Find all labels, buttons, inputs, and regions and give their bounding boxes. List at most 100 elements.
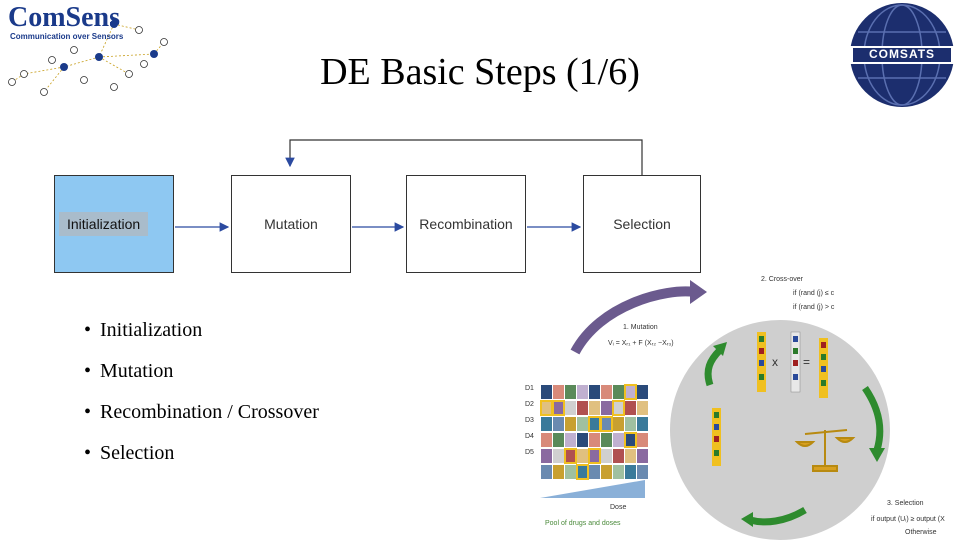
matrix-cell xyxy=(637,401,648,415)
matrix-cell xyxy=(624,384,637,400)
crossover-title: 2. Cross-over xyxy=(761,276,804,283)
svg-text:x: x xyxy=(772,355,778,369)
pool-caption: Pool of drugs and doses xyxy=(545,520,621,527)
matrix-cell xyxy=(625,417,636,431)
sensor-network-icon xyxy=(8,20,168,96)
comsens-logo-name: ComSens xyxy=(8,2,121,33)
matrix-cell xyxy=(541,385,552,399)
matrix-cell xyxy=(552,400,565,416)
matrix-cell xyxy=(565,433,576,447)
matrix-cell xyxy=(600,416,613,432)
selection-line: if output (Uᵢ) ≥ output (X xyxy=(871,516,945,523)
dose-label: Dose xyxy=(610,504,627,511)
row-label: D3 xyxy=(525,417,534,424)
matrix-cell xyxy=(565,417,576,431)
mutation-formula: Vᵢ = Xᵣ₁ + F (Xᵣ₂ −Xᵣ₃) xyxy=(608,340,674,347)
matrix-cell xyxy=(589,465,600,479)
population-circle xyxy=(670,320,890,540)
matrix-cell xyxy=(541,449,552,463)
row-label: D5 xyxy=(525,449,534,456)
matrix-cell xyxy=(613,417,624,431)
bullet-item: Mutation xyxy=(84,353,319,394)
matrix-cell xyxy=(601,433,612,447)
matrix-cell xyxy=(589,385,600,399)
matrix-cell xyxy=(565,385,576,399)
matrix-cell xyxy=(541,465,552,479)
matrix-cell xyxy=(553,385,564,399)
crossover-line: if (rand (j) > c xyxy=(793,304,835,311)
matrix-cell xyxy=(601,385,612,399)
matrix-cell xyxy=(577,385,588,399)
matrix-cell xyxy=(613,449,624,463)
bullet-item: Initialization xyxy=(84,312,319,353)
matrix-cell xyxy=(577,417,588,431)
bullet-list: Initialization Mutation Recombination / … xyxy=(84,312,319,476)
flow-step-label: Recombination xyxy=(419,216,513,232)
matrix-cell xyxy=(589,401,600,415)
row-label: D4 xyxy=(525,433,534,440)
mutation-title: 1. Mutation xyxy=(623,324,658,331)
matrix-cell xyxy=(577,449,588,463)
matrix-cell xyxy=(637,449,648,463)
de-illustration: x = 2. Cross-over if (rand (j) ≤ c if (r… xyxy=(505,270,960,540)
matrix-cell xyxy=(565,401,576,415)
vector-column xyxy=(712,408,721,466)
matrix-cell xyxy=(540,400,553,416)
matrix-cell xyxy=(625,465,636,479)
matrix-cell xyxy=(637,433,648,447)
drug-dose-matrix xyxy=(540,384,648,480)
flow-step-label: Selection xyxy=(613,216,671,232)
dose-wedge xyxy=(540,480,645,498)
matrix-cell xyxy=(613,385,624,399)
matrix-cell xyxy=(589,433,600,447)
matrix-cell xyxy=(588,448,601,464)
comsens-logo-tagline: Communication over Sensors xyxy=(10,32,124,41)
bullet-item: Recombination / Crossover xyxy=(84,394,319,435)
flow-step-label: Mutation xyxy=(264,216,318,232)
matrix-cell xyxy=(541,433,552,447)
green-arrow xyxy=(862,386,884,452)
row-label: D2 xyxy=(525,401,534,408)
matrix-cell xyxy=(564,448,577,464)
balance-scale-icon xyxy=(794,429,856,472)
flow-step-recombination: Recombination xyxy=(406,175,526,273)
globe-icon xyxy=(850,3,954,107)
matrix-cell xyxy=(613,465,624,479)
svg-text:=: = xyxy=(803,355,810,369)
flow-step-label: Initialization xyxy=(59,212,149,236)
feedback-loop-arrow xyxy=(285,139,643,175)
matrix-cell xyxy=(577,433,588,447)
vector-column xyxy=(790,331,801,393)
matrix-cell xyxy=(625,449,636,463)
matrix-cell xyxy=(637,465,648,479)
matrix-cell xyxy=(588,416,601,432)
mutation-arrow xyxy=(570,286,696,355)
green-arrow xyxy=(704,347,723,387)
matrix-cell xyxy=(637,417,648,431)
vector-column xyxy=(757,332,766,392)
matrix-cell xyxy=(601,449,612,463)
vector-column xyxy=(819,338,828,398)
comsens-logo: ComSens Communication over Sensors xyxy=(4,2,174,102)
matrix-cell xyxy=(625,401,636,415)
flow-arrows xyxy=(175,139,643,232)
matrix-cell xyxy=(612,400,625,416)
matrix-cell xyxy=(541,417,552,431)
de-illustration-graphics: x = xyxy=(540,280,890,540)
matrix-cell xyxy=(624,432,637,448)
selection-line: Otherwise xyxy=(905,529,937,536)
matrix-cell xyxy=(637,385,648,399)
flow-step-initialization: Initialization xyxy=(54,175,174,273)
selection-title: 3. Selection xyxy=(887,500,924,507)
bullet-item: Selection xyxy=(84,435,319,476)
crossover-line: if (rand (j) ≤ c xyxy=(793,290,835,297)
matrix-cell xyxy=(576,464,589,480)
comsats-logo-name: COMSATS xyxy=(868,47,936,61)
flow-step-selection: Selection xyxy=(583,175,701,273)
comsats-logo: COMSATS xyxy=(848,2,956,108)
page-title: DE Basic Steps (1/6) xyxy=(320,51,640,93)
matrix-cell xyxy=(577,401,588,415)
matrix-cell xyxy=(601,465,612,479)
matrix-cell xyxy=(613,433,624,447)
matrix-cell xyxy=(553,465,564,479)
